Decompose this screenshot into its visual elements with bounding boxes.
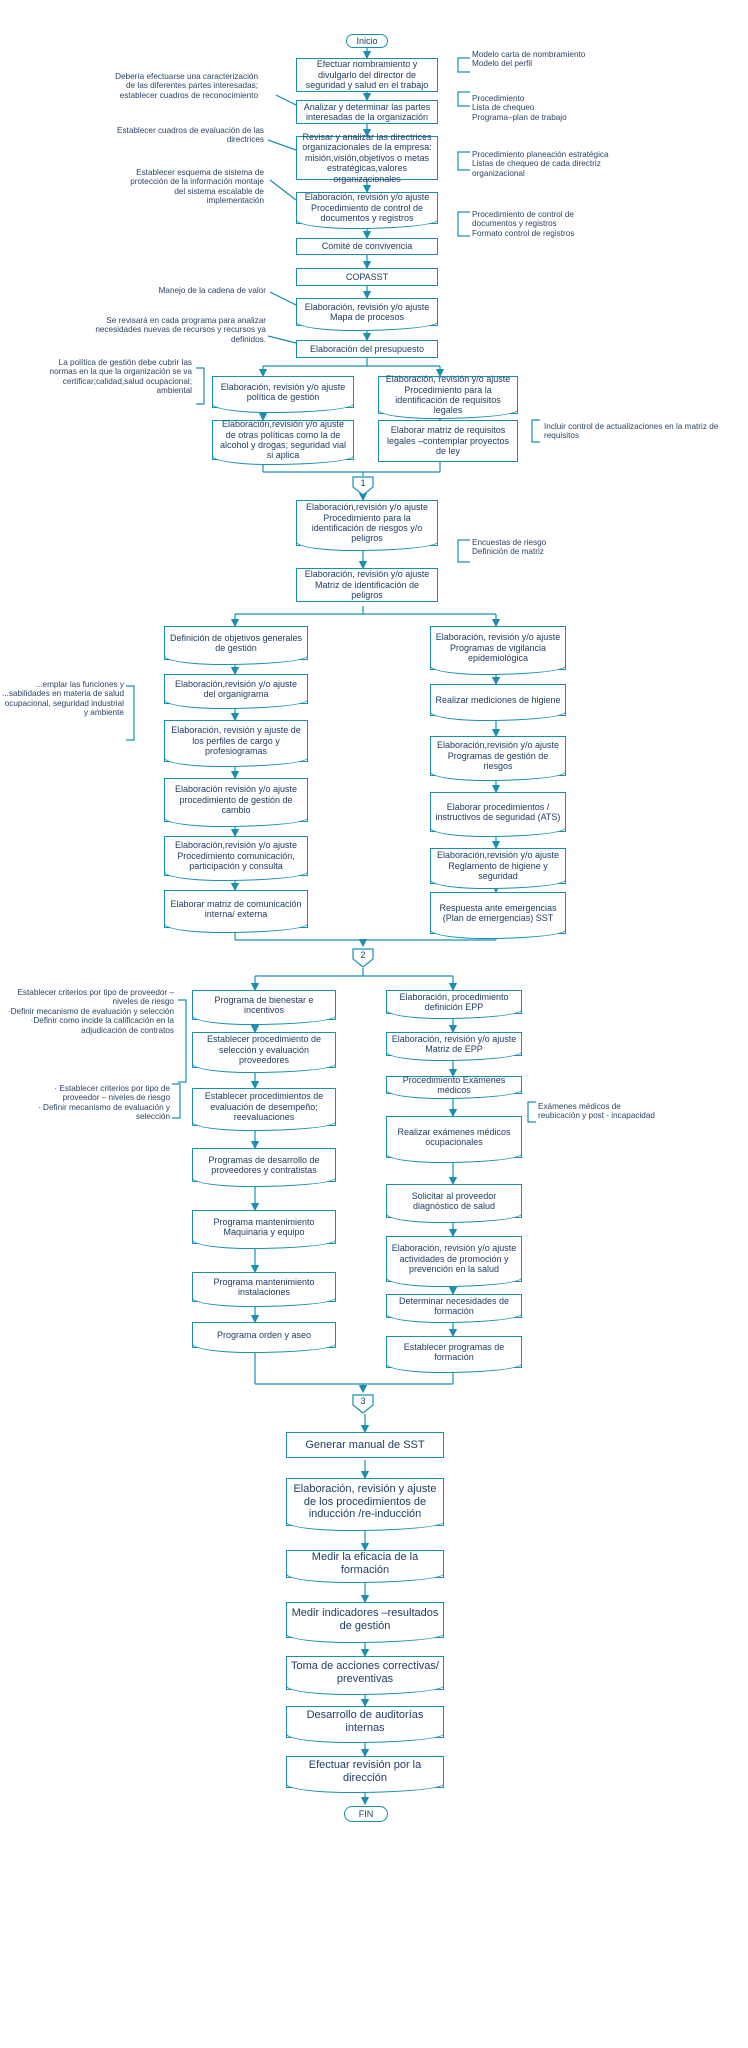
step-programas-formacion: Establecer programas de formación [386, 1336, 522, 1373]
step-induccion: Elaboración, revisión y ajuste de los pr… [286, 1478, 444, 1531]
connector-shape-icon [352, 948, 374, 968]
step-desarrollo-proveedores: Programas de desarrollo de proveedores y… [192, 1148, 336, 1187]
note-control-registros: Procedimiento de control de documentos y… [472, 210, 575, 238]
step-vigilancia-epidemiologica: Elaboración, revisión y/o ajuste Program… [430, 626, 566, 675]
step-bienestar-incentivos: Programa de bienestar e incentivos [192, 990, 336, 1025]
step-perfiles-cargo: Elaboración, revisión y ajuste de los pe… [164, 720, 308, 767]
note-encuestas-riesgo: Encuestas de riesgo Definición de matriz [472, 538, 547, 557]
step-comunicacion-participacion: Elaboración,revisión y/o ajuste Procedim… [164, 836, 308, 881]
note-procedimiento-lista: Procedimiento Lista de chequeo Programa–… [472, 94, 567, 122]
note-control-actualizaciones: Incluir control de actualizaciones en la… [544, 422, 719, 441]
step-seleccion-proveedores: Establecer procedimiento de selección y … [192, 1032, 336, 1073]
step-mapa-procesos: Elaboración, revisión y/o ajuste Mapa de… [296, 298, 438, 331]
step-promocion-prevencion: Elaboración, revisión y/o ajuste activid… [386, 1236, 522, 1287]
step-organigrama: Elaboración,revisión y/o ajuste del orga… [164, 674, 308, 709]
step-instructivos-seguridad: Elaborar procedimientos / instructivos d… [430, 792, 566, 837]
step-gestion-cambio: Elaboración revisión y/o ajuste procedim… [164, 778, 308, 827]
note-cadena-valor: Manejo de la cadena de valor [158, 286, 266, 295]
step-procedimiento-epp: Elaboración, procedimiento definición EP… [386, 990, 522, 1019]
connector-shape-icon [352, 476, 374, 496]
step-comite-convivencia: Comité de convivencia [296, 238, 438, 255]
step-matriz-comunicacion: Elaborar matriz de comunicación interna/… [164, 890, 308, 933]
step-control-documentos: Elaboración, revisión y/o ajuste Procedi… [296, 192, 438, 229]
connector-3: 3 [352, 1394, 374, 1414]
step-diagnostico-salud: Solicitar al proveedor diagnóstico de sa… [386, 1184, 522, 1223]
step-acciones-correctivas: Toma de acciones correctivas/ preventiva… [286, 1656, 444, 1695]
step-matriz-peligros: Elaboración, revisión y/o ajuste Matriz … [296, 568, 438, 602]
step-mantenimiento-maquinaria: Programa mantenimiento Maquinaria y equi… [192, 1210, 336, 1249]
step-directrices-organizacionales: Revisar y analizar las directrices organ… [296, 132, 438, 184]
note-criterios-proveedor: Establecer criterios por tipo de proveed… [7, 988, 174, 1035]
connector-shape-icon [352, 1394, 374, 1414]
step-mantenimiento-instalaciones: Programa mantenimiento instalaciones [192, 1272, 336, 1307]
step-partes-interesadas: Analizar y determinar las partes interes… [296, 100, 438, 124]
step-programas-gestion-riesgos: Elaboración,revisión y/o ajuste Programa… [430, 736, 566, 781]
step-mediciones-higiene: Realizar mediciones de higiene [430, 684, 566, 721]
step-necesidades-formacion: Determinar necesidades de formación [386, 1294, 522, 1323]
step-objetivos-gestion: Definición de objetivos generales de ges… [164, 626, 308, 665]
note-caracterizacion: Debería efectuarse una caracterización d… [115, 72, 258, 100]
note-planeacion-estrategica: Procedimiento planeación estratégica Lis… [472, 150, 609, 178]
note-criterios-proveedor-2: · Establecer criterios por tipo de prove… [38, 1084, 170, 1122]
step-manual-sst: Generar manual de SST [286, 1432, 444, 1458]
note-funciones-responsabilidades: ...emplar las funciones y ...sabilidades… [2, 680, 124, 718]
step-procedimiento-riesgos: Elaboración,revisión y/o ajuste Procedim… [296, 500, 438, 551]
step-politica-gestion: Elaboración, revisión y/o ajuste polític… [212, 376, 354, 413]
step-evaluacion-desempeno: Establecer procedimientos de evaluación … [192, 1088, 336, 1131]
note-examenes-reubicacion: Exámenes médicos de reubicación y post -… [538, 1102, 655, 1121]
step-matriz-epp: Elaboración, revisión y/o ajuste Matriz … [386, 1032, 522, 1061]
note-revision-programas: Se revisará en cada programa para analiz… [95, 316, 266, 344]
step-nombramiento-director: Efectuar nombramiento y divulgarlo del d… [296, 58, 438, 92]
start-terminator: Inicio [346, 34, 388, 48]
end-terminator: FIN [344, 1806, 388, 1822]
step-auditorias-internas: Desarrollo de auditorías internas [286, 1706, 444, 1743]
connector-2: 2 [352, 948, 374, 968]
step-revision-direccion: Efectuar revisión por la dirección [286, 1756, 444, 1793]
step-matriz-requisitos-legales: Elaborar matriz de requisitos legales –c… [378, 420, 518, 462]
step-copasst: COPASST [296, 268, 438, 286]
step-otras-politicas: Elaboración,revisión y/o ajuste de otras… [212, 419, 354, 465]
step-procedimiento-requisitos-legales: Elaboración, revisión y/o ajuste Procedi… [378, 374, 518, 419]
step-eficacia-formacion: Medir la eficacia de la formación [286, 1550, 444, 1583]
step-examenes-ocupacionales: Realizar exámenes médicos ocupacionales [386, 1116, 522, 1163]
note-modelo-carta: Modelo carta de nombramiento Modelo del … [472, 50, 586, 69]
connector-1: 1 [352, 476, 374, 496]
note-proteccion-informacion: Establecer esquema de sistema de protecc… [130, 168, 264, 206]
step-reglamento-higiene: Elaboración,revisión y/o ajuste Reglamen… [430, 848, 566, 889]
step-procedimiento-examenes: Procedimiento Exámenes médicos [386, 1075, 522, 1099]
note-politica-gestion: La política de gestión debe cubrir las n… [49, 358, 192, 396]
step-medir-indicadores: Medir indicadores –resultados de gestión [286, 1602, 444, 1643]
note-cuadros-evaluacion: Establecer cuadros de evaluación de las … [116, 126, 264, 145]
step-plan-emergencias: Respuesta ante emergencias (Plan de emer… [430, 892, 566, 939]
step-presupuesto: Elaboración del presupuesto [296, 340, 438, 358]
step-orden-aseo: Programa orden y aseo [192, 1322, 336, 1353]
